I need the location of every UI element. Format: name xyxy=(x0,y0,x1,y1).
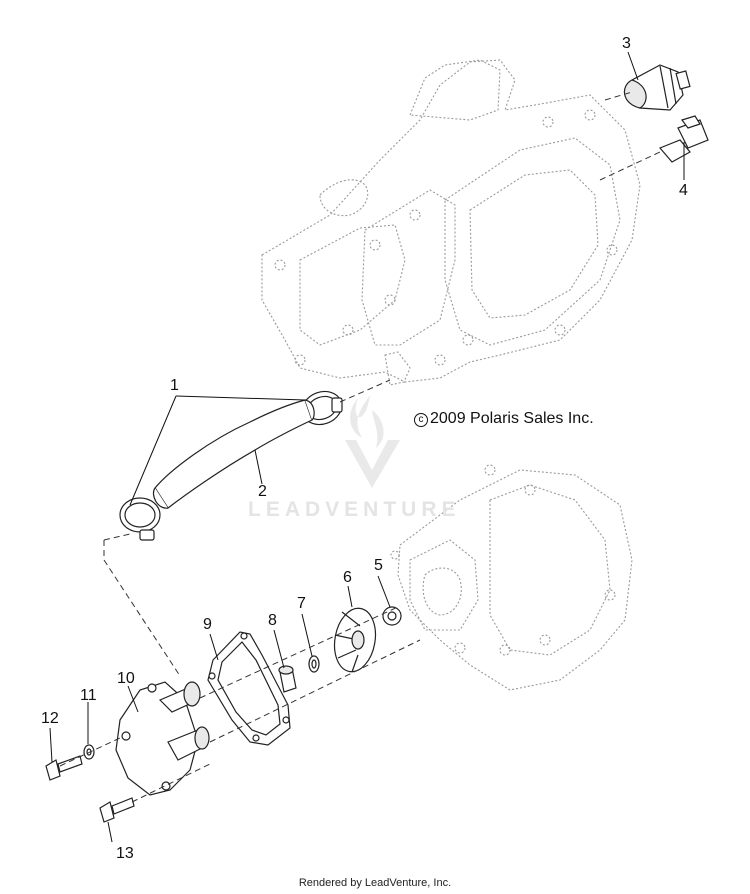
watermark-text: LEADVENTURE xyxy=(248,498,461,521)
part-5-nut[interactable] xyxy=(382,606,402,626)
callout-11: 11 xyxy=(80,687,97,704)
part-3-sensor[interactable] xyxy=(623,64,691,111)
callout-4: 4 xyxy=(679,182,688,199)
part-8-fitting[interactable] xyxy=(278,665,297,693)
part-7-washer[interactable] xyxy=(308,655,320,673)
part-13-bolt[interactable] xyxy=(99,797,135,823)
leader-lines xyxy=(49,51,639,843)
copyright-text: 2009 Polaris Sales Inc. xyxy=(430,410,594,427)
part-12-bolt[interactable] xyxy=(45,755,83,781)
callout-13: 13 xyxy=(116,845,134,862)
part-4-sender[interactable] xyxy=(658,115,709,180)
leadventure-watermark-logo xyxy=(345,395,400,488)
part-2-hose[interactable] xyxy=(152,399,315,509)
callout-9: 9 xyxy=(203,616,212,633)
callout-8: 8 xyxy=(268,612,277,629)
cylinder-head-ghost xyxy=(261,59,641,386)
part-9-gasket[interactable] xyxy=(207,631,291,746)
crankcase-ghost xyxy=(390,464,633,691)
assembly-lines xyxy=(59,91,661,803)
callout-7: 7 xyxy=(297,595,306,612)
callout-6: 6 xyxy=(343,569,352,586)
callout-3: 3 xyxy=(622,35,631,52)
callout-1: 1 xyxy=(170,377,179,394)
callout-5: 5 xyxy=(374,557,383,574)
callout-2: 2 xyxy=(258,483,267,500)
copyright-symbol: c xyxy=(414,413,428,427)
part-6-impeller[interactable] xyxy=(330,605,381,675)
callout-10: 10 xyxy=(117,670,135,687)
footer-credit: Rendered by LeadVenture, Inc. xyxy=(298,877,452,889)
callout-12: 12 xyxy=(41,710,59,727)
part-10-pump-cover[interactable] xyxy=(115,681,210,796)
part-1-clamp-lower[interactable] xyxy=(119,497,161,541)
